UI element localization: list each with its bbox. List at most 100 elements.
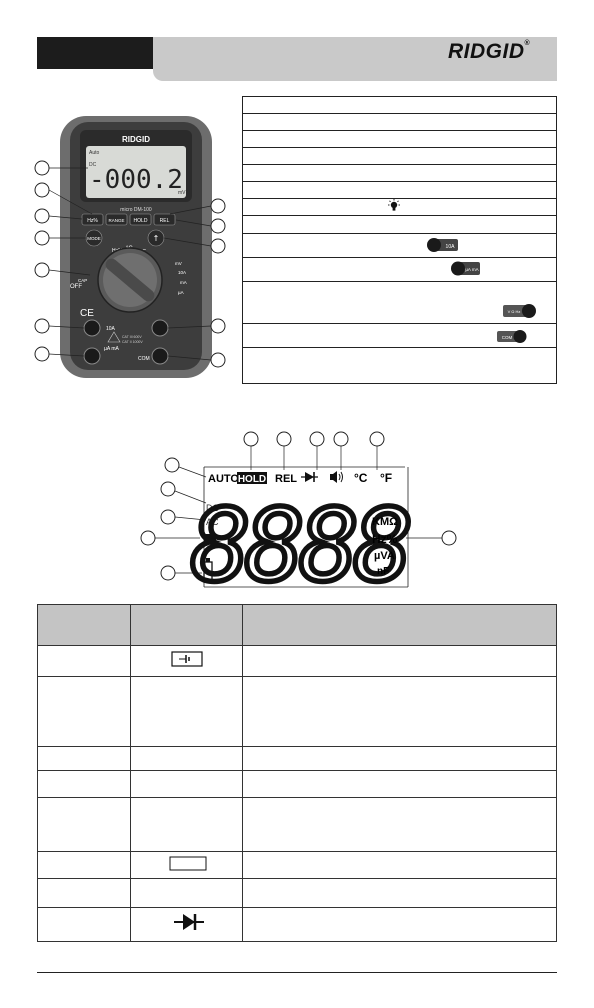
jack-ua-ma[interactable]	[83, 347, 101, 365]
lcd-minus-sign	[204, 534, 216, 541]
hold-button[interactable]	[129, 213, 152, 226]
svg-text:COM: COM	[502, 335, 513, 340]
lcd-callout-right	[406, 530, 457, 546]
footer-rule	[37, 972, 557, 973]
lcd-screen	[86, 146, 186, 198]
rotary-dial-grip	[105, 258, 155, 302]
lcd-auto: AUTO	[208, 473, 239, 485]
symbol-table-row	[38, 746, 556, 747]
symbol-table-row	[38, 676, 556, 677]
jack-ua-label: µA mA	[104, 346, 119, 352]
symbol-table-row	[38, 878, 556, 879]
diode-symbol-icon	[174, 914, 204, 930]
key-row-12	[243, 323, 556, 324]
lcd-diode-icon	[301, 472, 318, 482]
brand-logo: RIDGID®	[448, 40, 531, 63]
lcd-hold-box	[237, 472, 267, 484]
battery-symbol-icon	[171, 651, 203, 667]
symbol-table-col-divider-2	[242, 605, 243, 941]
key-row-3	[243, 130, 556, 131]
hold-symbol-icon: HOLD	[169, 856, 207, 871]
jack-vohm-icon: V Ω Hz	[503, 304, 536, 318]
jack-vohm[interactable]	[151, 319, 169, 337]
svg-text:µA mA: µA mA	[465, 267, 478, 272]
hz-button-label: Hz%	[87, 218, 98, 224]
symbol-table-row	[38, 797, 556, 798]
jack-com[interactable]	[151, 347, 169, 365]
lcd-dc: DC	[206, 503, 219, 513]
jack-10a-label: 10A	[106, 326, 116, 332]
lcd-diagram: AUTO HOLD REL °C °F DC AC 8888 KMΩ Hz% µ…	[140, 431, 457, 595]
jack-note-1: CAT III 600V	[122, 335, 142, 339]
lcd-continuity-icon	[330, 471, 343, 483]
lcd-battery-icon	[203, 558, 213, 583]
key-row-13	[243, 347, 556, 348]
jack-com-icon: COM	[497, 330, 527, 343]
key-row-6	[243, 181, 556, 182]
lcd-ac: AC	[206, 517, 219, 527]
rel-button-label: REL	[160, 218, 170, 224]
key-row-10	[243, 257, 556, 258]
lcd-unit-hz-pct: Hz%	[372, 532, 398, 546]
hold-button-label: HOLD	[134, 218, 148, 224]
key-row-11	[243, 281, 556, 282]
key-row-8	[243, 215, 556, 216]
component-key-table: 10A µA mA V Ω Hz COM	[242, 96, 557, 384]
jack-note-2: CAT II 1000V	[122, 340, 143, 344]
key-row-2	[243, 113, 556, 114]
lcd-unit-kmohm: KMΩ	[372, 516, 398, 528]
callouts-left	[34, 160, 93, 362]
jack-com-label: COM	[138, 356, 150, 362]
lcd-degc: °C	[354, 471, 368, 485]
symbol-table-col-divider-1	[130, 605, 131, 941]
header-bar	[153, 37, 557, 69]
svg-text:HOLD: HOLD	[175, 859, 201, 869]
key-row-7	[243, 198, 556, 199]
dial-label-mv: mV	[175, 261, 182, 266]
dial-label-10a: 10A	[178, 270, 186, 275]
hz-button[interactable]	[81, 213, 104, 226]
symbol-table-header	[38, 605, 556, 646]
dial-label-ma: mA	[180, 280, 187, 285]
jack-10a-icon: 10A	[427, 238, 458, 252]
lcd-rel: REL	[275, 473, 297, 485]
light-bulb-icon	[388, 199, 400, 211]
dial-label-ua: µA	[178, 290, 184, 295]
header-bar-tail	[153, 69, 557, 81]
header-black-tab	[37, 37, 153, 69]
svg-text:V Ω Hz: V Ω Hz	[508, 309, 521, 314]
meter-brand: RIDGID	[122, 135, 150, 144]
symbol-table-row	[38, 851, 556, 852]
backlight-arrow-icon: ↑	[153, 234, 160, 243]
dial-label-cap: CAP	[78, 278, 87, 283]
ce-mark: CE	[80, 308, 94, 319]
symbol-table-row	[38, 770, 556, 771]
lcd-hold: HOLD	[238, 474, 266, 485]
lcd-callouts-top	[243, 431, 385, 470]
lcd-unit: mV	[178, 190, 186, 196]
dial-label-off: OFF	[70, 284, 82, 290]
lcd-dc-label: DC	[89, 162, 97, 168]
lcd-unit-uva: µVA	[374, 550, 395, 562]
lcd-auto-label: Auto	[89, 150, 100, 156]
key-row-9	[243, 233, 556, 234]
rel-button[interactable]	[153, 213, 176, 226]
symbol-table: HOLD	[37, 604, 557, 942]
warning-triangle-icon	[107, 331, 121, 343]
range-button[interactable]	[105, 213, 128, 226]
lcd-degf: °F	[380, 471, 392, 485]
lcd-callouts-left	[140, 457, 207, 581]
svg-text:10A: 10A	[446, 244, 456, 250]
lcd-digits-8888: 8888	[191, 487, 409, 595]
lcd-unit-nf: nF	[377, 566, 389, 577]
range-button-label: RANGE	[108, 218, 124, 223]
lcd-digits: -000.2	[89, 165, 183, 195]
key-row-4	[243, 147, 556, 148]
callouts-right	[163, 198, 226, 368]
jack-ua-ma-icon: µA mA	[451, 261, 480, 276]
jack-10a[interactable]	[83, 319, 101, 337]
key-row-5	[243, 164, 556, 165]
symbol-table-row	[38, 907, 556, 908]
meter-model: micro DM-100	[120, 207, 152, 213]
mode-button-label: MODE	[87, 236, 101, 241]
